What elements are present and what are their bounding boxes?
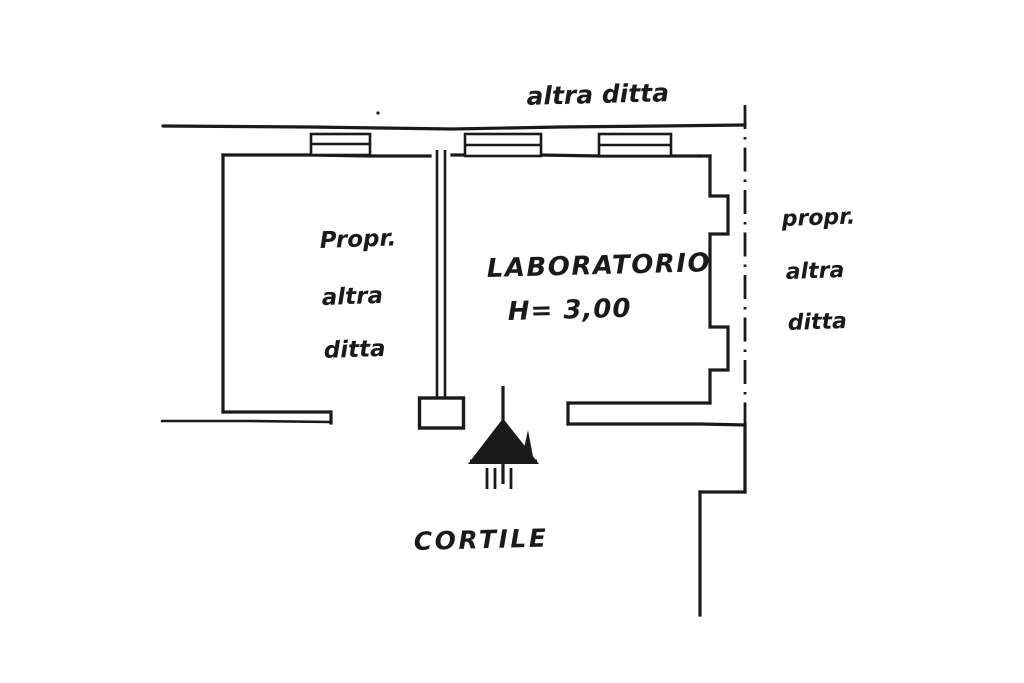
square-pillar [417, 396, 466, 430]
ink-speck [376, 111, 380, 115]
bottom-right-wall-block [566, 422, 747, 617]
label-right-neighbor-line2: altra [785, 258, 844, 285]
window-symbol-3 [597, 132, 673, 158]
label-laboratorio: LABORATORIO [486, 248, 711, 284]
left-lower-boundary-line [160, 419, 333, 424]
label-right-neighbor-line1: propr. [780, 204, 855, 232]
label-laboratorio-height: H= 3,00 [507, 294, 631, 327]
label-left-room-line3: ditta [323, 336, 386, 364]
top-boundary-wall [161, 123, 747, 131]
tree-symbol [467, 386, 540, 489]
label-right-neighbor-line3: ditta [787, 309, 847, 336]
label-left-room-line1: Propr. [319, 225, 396, 254]
central-dividing-wall [435, 150, 447, 398]
label-top-neighbor: altra ditta [526, 78, 669, 111]
label-left-room-line2: altra [321, 283, 383, 311]
window-symbol-2 [463, 132, 543, 158]
label-cortile: CORTILE [413, 523, 548, 556]
window-symbol-1 [309, 132, 372, 157]
